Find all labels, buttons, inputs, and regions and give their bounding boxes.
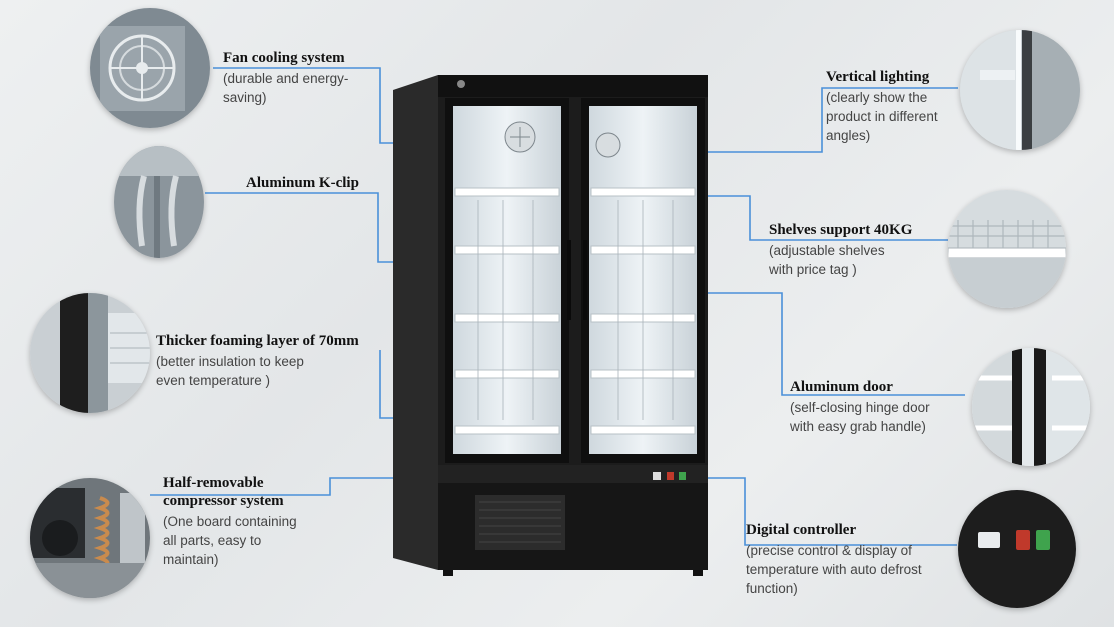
shelves-feature-desc: (adjustable shelves with price tag ) bbox=[769, 243, 885, 277]
shelves-feature-label: Shelves support 40KG (adjustable shelves… bbox=[769, 221, 949, 279]
compressor-feature-label: Half-removable compressor system (One bo… bbox=[163, 474, 343, 569]
lighting-feature-title: Vertical lighting bbox=[826, 69, 930, 85]
foam-layer-icon bbox=[30, 293, 150, 413]
shelves-detail-image bbox=[948, 190, 1066, 308]
fan-feature-desc: (durable and energy- saving) bbox=[223, 71, 349, 105]
door-feature-title: Aluminum door bbox=[790, 379, 893, 395]
fan-icon bbox=[90, 8, 210, 128]
foam-feature-title: Thicker foaming layer of 70mm bbox=[156, 333, 359, 349]
controller-detail-image bbox=[958, 490, 1076, 608]
foam-feature-label: Thicker foaming layer of 70mm (better in… bbox=[156, 332, 396, 390]
led-light-icon bbox=[960, 30, 1080, 150]
lighting-feature-label: Vertical lighting (clearly show the prod… bbox=[826, 68, 966, 145]
kclip-detail-image bbox=[114, 146, 204, 258]
controller-icon bbox=[958, 490, 1076, 608]
controller-feature-label: Digital controller (precise control & di… bbox=[746, 521, 956, 598]
door-detail-image bbox=[972, 348, 1090, 466]
compressor-detail-image bbox=[30, 478, 150, 598]
controller-feature-title: Digital controller bbox=[746, 522, 857, 538]
shelf-icon bbox=[948, 190, 1066, 308]
controller-feature-desc: (precise control & display of temperatur… bbox=[746, 543, 922, 596]
lighting-feature-desc: (clearly show the product in different a… bbox=[826, 90, 938, 143]
fan-feature-label: Fan cooling system (durable and energy- … bbox=[223, 49, 403, 107]
door-feature-desc: (self-closing hinge door with easy grab … bbox=[790, 400, 930, 434]
kclip-feature-label: Aluminum K-clip bbox=[246, 174, 426, 192]
kclip-feature-title: Aluminum K-clip bbox=[246, 175, 359, 191]
foam-feature-desc: (better insulation to keep even temperat… bbox=[156, 354, 304, 388]
foam-detail-image bbox=[30, 293, 150, 413]
shelves-feature-title: Shelves support 40KG bbox=[769, 222, 913, 238]
door-feature-label: Aluminum door (self-closing hinge door w… bbox=[790, 378, 970, 436]
lighting-detail-image bbox=[960, 30, 1080, 150]
compressor-icon bbox=[30, 478, 150, 598]
refrigerator-illustration bbox=[383, 70, 713, 580]
k-clip-icon bbox=[114, 146, 204, 258]
fan-detail-image bbox=[90, 8, 210, 128]
fan-feature-title: Fan cooling system bbox=[223, 50, 345, 66]
compressor-feature-desc: (One board containing all parts, easy to… bbox=[163, 514, 297, 567]
door-handle-icon bbox=[972, 348, 1090, 466]
compressor-feature-title: Half-removable compressor system bbox=[163, 475, 284, 509]
